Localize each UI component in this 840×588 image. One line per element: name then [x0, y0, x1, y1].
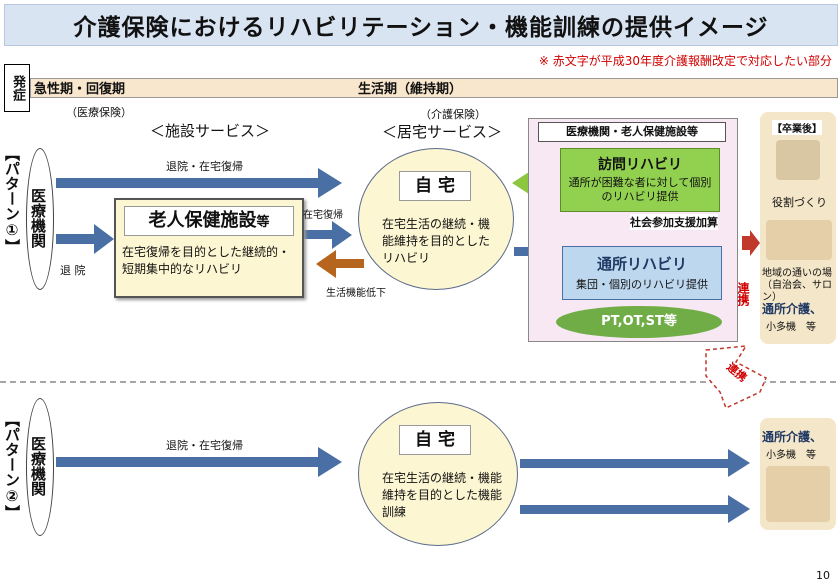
role-label: 役割づくり: [772, 196, 827, 209]
arrow-discharge-1: [56, 224, 114, 254]
pattern2-hospital-oval: [26, 398, 54, 536]
community-illustration: [766, 220, 832, 260]
care-insurance-label: （介護保険）: [420, 108, 486, 121]
coop-dashed-zigzag: [705, 345, 767, 410]
visit-rehab-title: 訪問リハビリ: [598, 157, 682, 173]
phase-living-label: 生活期（維持期）: [358, 82, 463, 97]
pattern1-discharge-return: 退院・在宅復帰: [166, 160, 243, 173]
facility-box-title: 医療機関・老人保健施設等: [538, 122, 726, 142]
phase-bar: [30, 78, 838, 98]
medical-insurance-label: （医療保険）: [66, 106, 132, 119]
graduation-label: 【卒業後】: [772, 120, 822, 135]
revision-note: ※ 赤文字が平成30年度介護報酬改定で対応したい部分: [538, 54, 832, 68]
phase-acute-label: 急性期・回復期: [34, 82, 126, 97]
pattern1-label: 【パターン①】: [3, 146, 21, 254]
decline-label: 生活機能低下: [326, 288, 386, 299]
role-illustration: [776, 140, 820, 180]
geriatric-desc: 在宅復帰を目的とした継続的・短期集中的なリハビリ: [122, 245, 291, 276]
staff-oval: PT,OT,ST等: [556, 306, 722, 338]
small-multi-2: 小多機 等: [766, 450, 816, 461]
daycare-illustration: [766, 466, 830, 522]
home-desc-2: 在宅生活の継続・機能維持を目的とした機能訓練: [382, 471, 503, 519]
arrow-home-return-1: [304, 221, 352, 249]
coop-label-1: 連携: [736, 282, 750, 306]
geriatric-facility-box: 老人保健施設等 在宅復帰を目的とした継続的・短期集中的なリハビリ: [114, 198, 304, 298]
pattern2-hospital-label: 医療機関: [29, 436, 47, 496]
social-participation-label: 社会参加支援加算: [630, 214, 718, 230]
arrow-discharge-return-2: [56, 447, 342, 477]
pattern2-discharge-return: 退院・在宅復帰: [166, 439, 243, 452]
pattern1-hospital-oval: [26, 148, 54, 290]
home-return-label: 在宅復帰: [303, 210, 343, 221]
geriatric-suffix: 等: [256, 215, 270, 230]
page-number: 10: [816, 569, 830, 582]
pattern2-label: 【パターン②】: [3, 412, 21, 520]
geriatric-title: 老人保健施設: [148, 210, 257, 231]
daycare-rehab-desc: 集団・個別のリハビリ提供: [576, 278, 708, 291]
daycare-rehab-box: 通所リハビリ 集団・個別のリハビリ提供: [562, 246, 722, 300]
daycare-care-1: 通所介護、: [762, 302, 823, 316]
arrow-decline-1: [316, 250, 364, 278]
arrow-home-to-daycare-2a: [520, 449, 750, 477]
home-desc-1: 在宅生活の継続・機能維持を目的としたリハビリ: [382, 217, 491, 265]
community-label: 地域の通いの場（自治会、サロン）: [762, 268, 832, 303]
daycare-rehab-title: 通所リハビリ: [596, 255, 687, 273]
pattern1-hospital-label: 医療機関: [29, 188, 47, 248]
home-title-2: 自 宅: [399, 425, 471, 455]
daycare-care-2: 通所介護、: [762, 430, 823, 444]
small-multi-1: 小多機 等: [766, 322, 816, 333]
home-title-1: 自 宅: [399, 171, 471, 201]
visit-rehab-desc: 通所が困難な者に対して個別のリハビリ提供: [568, 176, 712, 203]
page-title: 介護保険におけるリハビリテーション・機能訓練の提供イメージ: [4, 4, 838, 46]
arrow-social-participation: [742, 230, 760, 256]
visit-rehab-box: 訪問リハビリ 通所が困難な者に対して個別のリハビリ提供: [560, 148, 720, 212]
geriatric-title-row: 老人保健施設等: [124, 206, 294, 236]
pattern1-discharge: 退 院: [60, 264, 86, 277]
arrow-discharge-return-1: [56, 168, 342, 198]
arrow-home-to-daycare-2b: [520, 495, 750, 523]
onset-label: 発症: [4, 64, 30, 112]
facility-services-label: ＜施設サービス＞: [150, 122, 271, 140]
home-services-label: ＜居宅サービス＞: [382, 123, 503, 141]
